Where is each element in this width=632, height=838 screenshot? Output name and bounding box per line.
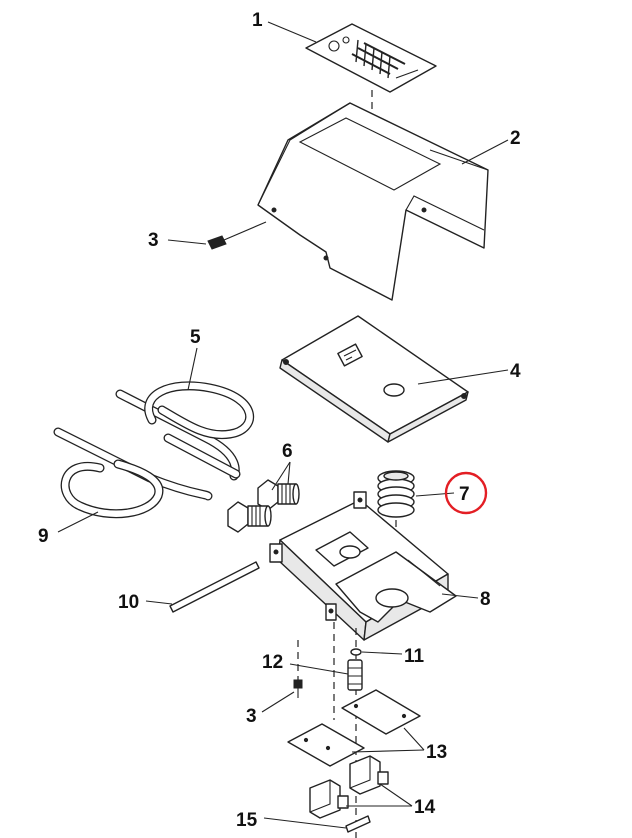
- callout-12: 12: [262, 652, 283, 673]
- part-12-bushing: [347, 659, 363, 691]
- callout-5: 5: [190, 327, 201, 348]
- part-8-base: [269, 491, 457, 641]
- callout-15: 15: [236, 810, 258, 831]
- leader-lines: [57, 21, 509, 829]
- callout-6: 6: [282, 441, 293, 462]
- callout-2: 2: [510, 128, 521, 149]
- part-14-switches: [309, 755, 389, 819]
- part-11-washer: [350, 648, 362, 656]
- highlight-circle: [444, 471, 488, 515]
- callout-7: 7: [459, 484, 470, 505]
- callout-9: 9: [38, 526, 49, 547]
- callout-3-lower: 3: [246, 706, 257, 727]
- part-6-fittings: [227, 479, 300, 533]
- callout-10: 10: [118, 592, 139, 613]
- part-9-tube: [53, 427, 213, 519]
- part-7-spring: [377, 470, 415, 518]
- callout-3-upper: 3: [148, 230, 159, 251]
- part-13-plates: [287, 689, 421, 767]
- part-4-plate: [279, 315, 469, 443]
- callout-13: 13: [426, 742, 447, 763]
- part-15-wire: [345, 815, 371, 833]
- callout-14: 14: [414, 797, 436, 818]
- part-3-screw-lower: [293, 679, 303, 698]
- callout-11: 11: [404, 646, 425, 667]
- part-1-label-plate: [305, 23, 437, 93]
- callout-4: 4: [510, 361, 521, 382]
- part-2-cover: [257, 102, 489, 301]
- callout-1: 1: [252, 10, 263, 31]
- callout-8: 8: [480, 589, 491, 610]
- part-3-screw-upper: [207, 221, 267, 250]
- part-5-tube: [115, 381, 255, 481]
- part-10-rod: [169, 561, 260, 613]
- callout-labels: 1 2 3 4 5 6 7 8 9 10 11 12 3 13 14 15: [38, 10, 521, 831]
